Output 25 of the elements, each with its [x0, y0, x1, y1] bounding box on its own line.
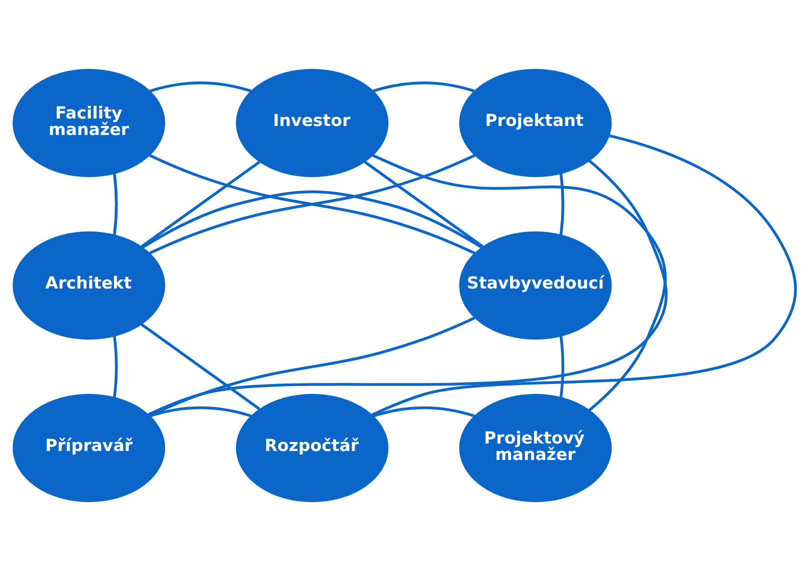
- connector: [149, 316, 476, 417]
- connector: [140, 323, 260, 410]
- connector: [371, 134, 797, 416]
- connector: [113, 336, 118, 398]
- node-ellipse: Stavbyvedoucí: [459, 231, 612, 340]
- node-ellipse: Rozpočtář: [236, 394, 388, 502]
- node-ellipse: Architekt: [12, 231, 166, 340]
- connector: [150, 406, 252, 418]
- connector: [113, 173, 118, 236]
- node-ellipse: Investor: [236, 68, 388, 178]
- connector: [560, 173, 564, 236]
- connector: [140, 160, 260, 248]
- connector: [150, 81, 252, 92]
- node-ellipse: Facility manažer: [12, 68, 166, 178]
- node-ellipse: Projektant: [459, 68, 612, 178]
- connector: [142, 190, 483, 249]
- node-ellipse: Přípravář: [12, 394, 166, 502]
- connector: [148, 160, 668, 416]
- connector: [149, 154, 476, 254]
- connector: [372, 406, 475, 418]
- connector: [372, 81, 475, 92]
- connector: [560, 336, 564, 398]
- node-ellipse: Projektový manažer: [459, 394, 612, 502]
- connector: [364, 160, 484, 248]
- connector: [372, 154, 667, 412]
